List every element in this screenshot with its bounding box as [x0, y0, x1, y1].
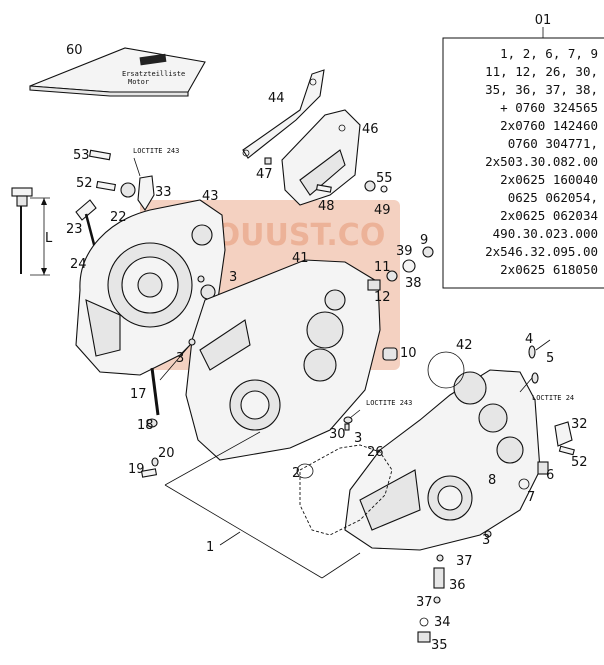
- parts-list-line: 2x503.30.082.00: [485, 154, 598, 169]
- callout-c47: 47: [256, 167, 273, 182]
- callout-c9: 9: [420, 233, 428, 248]
- callout-c32: 32: [571, 417, 588, 432]
- callout-c26: 26: [367, 445, 384, 460]
- callout-c52b: 52: [571, 455, 588, 470]
- callout-c53: 53: [73, 148, 90, 163]
- callout-cL: L: [45, 231, 53, 246]
- callout-c19: 19: [128, 462, 145, 477]
- callout-c18: 18: [137, 418, 154, 433]
- callout-c44: 44: [268, 91, 285, 106]
- parts-list-box: 01 1, 2, 6, 7, 9 11, 12, 26, 30, 35, 36, 3…: [442, 13, 604, 289]
- pin-17: [146, 367, 160, 428]
- manual-booklet: Ersatzteilliste Motor: [29, 47, 206, 97]
- watermark-text: OUUST.CO: [215, 218, 386, 253]
- callout-c4: 4: [525, 332, 533, 347]
- callout-c37a: 37: [456, 554, 473, 569]
- callout-c1: 1: [206, 540, 214, 555]
- callout-c12: 12: [374, 290, 391, 305]
- parts-list-line: 2x0625 618050: [500, 262, 598, 277]
- callout-c60: 60: [66, 43, 83, 58]
- callout-c38: 38: [405, 276, 422, 291]
- note-loctite-b: LOCTITE 243: [366, 399, 412, 407]
- callout-c33: 33: [155, 185, 172, 200]
- note-loctite-c: LOCTITE 24: [532, 394, 574, 402]
- note-loctite-a: LOCTITE 243: [133, 147, 179, 155]
- callout-c17: 17: [130, 387, 147, 402]
- callout-c3a: 3: [229, 270, 237, 285]
- callout-c36: 36: [449, 578, 466, 593]
- callout-c22: 22: [110, 210, 127, 225]
- manual-line2: Motor: [128, 78, 149, 86]
- callout-c3c: 3: [354, 431, 362, 446]
- bracket-44: [242, 69, 325, 159]
- parts-list-line: 490.30.023.000: [493, 226, 598, 241]
- callout-c34: 34: [434, 615, 451, 630]
- callout-c24: 24: [70, 257, 87, 272]
- dipstick-23: [11, 187, 50, 276]
- parts-list-header: 01: [535, 13, 552, 28]
- parts-list-line: 2x0625 062034: [500, 208, 598, 223]
- callout-c8: 8: [488, 473, 496, 488]
- callout-c43: 43: [202, 189, 219, 204]
- callout-c48: 48: [318, 199, 335, 214]
- manual-line1: Ersatzteilliste: [122, 70, 185, 78]
- callout-c55: 55: [376, 171, 393, 186]
- parts-list-line: 2x0760 142460: [500, 118, 598, 133]
- callout-c35: 35: [431, 638, 448, 653]
- callout-c42: 42: [456, 338, 473, 353]
- callout-c41: 41: [292, 251, 309, 266]
- callout-c2: 2: [292, 466, 300, 481]
- callout-c39: 39: [396, 244, 413, 259]
- parts-list-line: 1, 2, 6, 7, 9: [500, 46, 598, 61]
- callout-c52a: 52: [76, 176, 93, 191]
- callout-c23: 23: [66, 222, 83, 237]
- parts-list-line: 0625 062054,: [508, 190, 598, 205]
- crankcase-left: [185, 259, 381, 461]
- parts-list-line: 35, 36, 37, 38,: [485, 82, 598, 97]
- cover-46: [281, 109, 361, 206]
- callout-c10: 10: [400, 346, 417, 361]
- callout-c5: 5: [546, 351, 554, 366]
- callout-c7: 7: [527, 490, 535, 505]
- callout-c11: 11: [374, 260, 391, 275]
- small-parts: [88, 149, 575, 643]
- clutch-cover-43: [75, 199, 226, 376]
- callout-c37b: 37: [416, 595, 433, 610]
- parts-list-line: 0760 304771,: [508, 136, 598, 151]
- parts-list-line: 2x546.32.095.00: [485, 244, 598, 259]
- callout-c6: 6: [546, 468, 554, 483]
- callout-c49: 49: [374, 203, 391, 218]
- parts-list-line: 2x0625 160040: [500, 172, 598, 187]
- callout-c3d: 3: [482, 533, 490, 548]
- crankcase-right: [344, 351, 541, 551]
- parts-list-lines: 1, 2, 6, 7, 9 11, 12, 26, 30, 35, 36, 37, …: [485, 46, 598, 277]
- leader-lines: [133, 157, 551, 419]
- callout-c46: 46: [362, 122, 379, 137]
- callout-c20: 20: [158, 446, 175, 461]
- gasket-outline: [299, 444, 393, 536]
- callout-c3b: 3: [176, 351, 184, 366]
- assembly-bracket-1: [164, 431, 361, 579]
- callout-c30: 30: [329, 427, 346, 442]
- parts-list-line: + 0760 324565: [500, 100, 598, 115]
- parts-list-line: 11, 12, 26, 30,: [485, 64, 598, 79]
